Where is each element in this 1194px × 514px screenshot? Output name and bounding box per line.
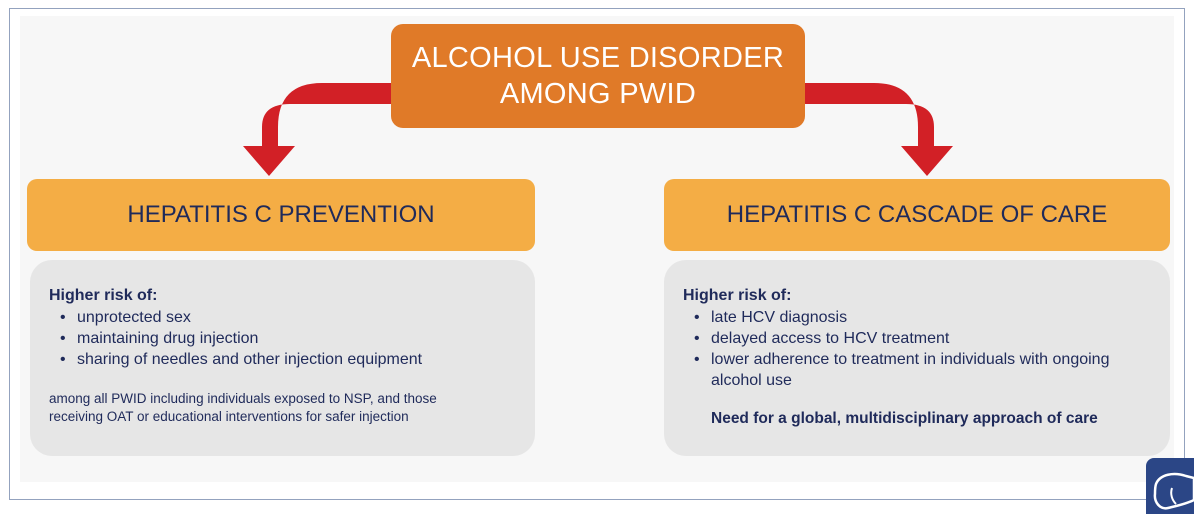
list-item: maintaining drug injection: [60, 328, 535, 349]
list-item: unprotected sex: [60, 307, 535, 328]
risk-list: unprotected sex maintaining drug injecti…: [49, 307, 535, 370]
risk-list: late HCV diagnosis delayed access to HCV…: [683, 307, 1170, 391]
cascade-of-care-header: HEPATITIS C CASCADE OF CARE: [664, 179, 1170, 251]
cascade-of-care-panel: Higher risk of: late HCV diagnosis delay…: [664, 260, 1170, 456]
list-item: delayed access to HCV treatment: [694, 328, 1170, 349]
journal-logo: [1146, 458, 1194, 514]
liver-icon: [1153, 472, 1194, 510]
arrow-left-to-prevention: [243, 54, 392, 176]
list-item: late HCV diagnosis: [694, 307, 1170, 328]
arrow-right-to-cascade: [804, 54, 953, 176]
top-box-line-2: AMONG PWID: [499, 78, 697, 110]
prevention-panel: Higher risk of: unprotected sex maintain…: [30, 260, 535, 456]
alcohol-use-disorder-box: ALCOHOL USE DISORDER AMONG PWID: [391, 24, 805, 128]
list-item: lower adherence to treatment in individu…: [694, 349, 1170, 391]
prevention-header: HEPATITIS C PREVENTION: [27, 179, 535, 251]
population-note: among all PWID including individuals exp…: [49, 391, 437, 424]
list-item: sharing of needles and other injection e…: [60, 349, 535, 370]
risk-title: Higher risk of:: [49, 287, 158, 304]
top-box-line-1: ALCOHOL USE DISORDER: [411, 42, 785, 74]
risk-title: Higher risk of:: [683, 287, 792, 304]
care-approach-statement: Need for a global, multidisciplinary app…: [711, 410, 1098, 427]
